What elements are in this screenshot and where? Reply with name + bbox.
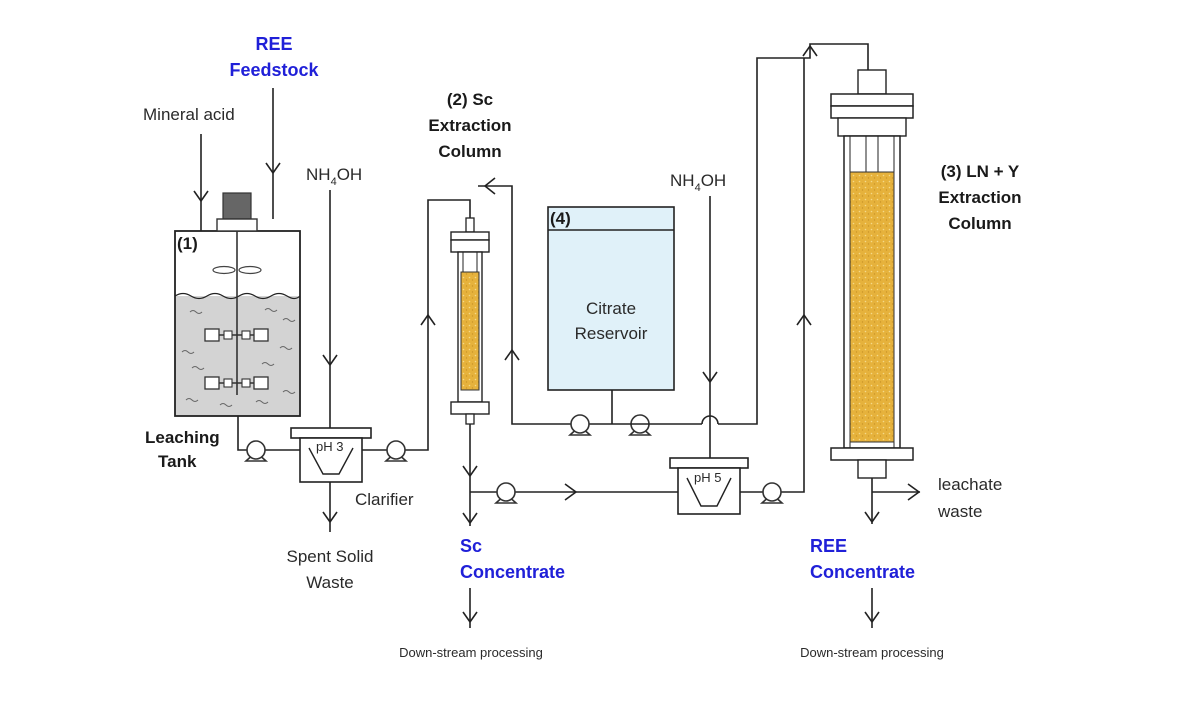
ln-column-label-3: Column	[948, 214, 1011, 233]
up-arrow-icon	[796, 313, 812, 326]
up-arrow-icon	[420, 313, 436, 326]
liquid-surface	[174, 292, 301, 300]
downstream-left-label: Down-stream processing	[399, 645, 543, 660]
left-arrow-icon	[483, 177, 496, 195]
nh4oh-right-label: NH4OH	[670, 171, 726, 194]
down-arrow-icon	[462, 512, 478, 525]
impeller-lower-icon	[204, 376, 269, 390]
ree-feedstock-label-2: Feedstock	[229, 60, 319, 80]
tank-inputs	[193, 88, 281, 231]
liquid-texture	[181, 308, 296, 407]
pump-2-icon	[383, 440, 409, 462]
leachate-label-2: waste	[937, 502, 982, 521]
ree-concentrate-label-2: Concentrate	[810, 562, 915, 582]
ln-extraction-column	[830, 69, 914, 479]
down-arrow-icon	[864, 611, 880, 624]
down-arrow-icon	[322, 511, 338, 524]
ree-feedstock-label-1: REE	[255, 34, 292, 54]
pump-5-icon	[627, 414, 653, 436]
motor-mount	[216, 218, 258, 232]
citrate-label-2: Reservoir	[575, 324, 648, 343]
down-arrow-icon	[322, 354, 338, 367]
pump-4-icon	[567, 414, 593, 436]
pump-3-icon	[493, 482, 519, 504]
sc-column-label-3: Column	[438, 142, 501, 161]
down-arrow-icon	[462, 611, 478, 624]
sc-column-label-2: Extraction	[428, 116, 511, 135]
ln-column-label-2: Extraction	[938, 188, 1021, 207]
reservoir-number: (4)	[550, 209, 571, 228]
propeller-blade-icon	[238, 265, 262, 275]
spent-solid-label-2: Waste	[306, 573, 354, 592]
tank-to-clarifier-line	[237, 416, 300, 451]
ph3-label: pH 3	[316, 439, 343, 454]
tank-number: (1)	[177, 234, 198, 253]
sc-column-label-1: (2) Sc	[447, 90, 493, 109]
ph5-label: pH 5	[694, 470, 721, 485]
clarifier-to-ln-column-line	[740, 58, 812, 493]
down-arrow-icon	[702, 371, 718, 384]
ln-resin-bed	[849, 171, 895, 443]
sc-concentrate-label-2: Concentrate	[460, 562, 565, 582]
up-arrow-icon	[802, 44, 818, 57]
ree-concentrate-label-1: REE	[810, 536, 847, 556]
leachate-label-1: leachate	[938, 475, 1002, 494]
citrate-label-1: Citrate	[586, 299, 636, 318]
agitator-motor-icon	[222, 192, 252, 220]
clarifier-to-sc-column-line	[362, 199, 471, 451]
right-arrow-icon	[907, 483, 921, 501]
clarifier-ph3: pH 3	[290, 427, 372, 483]
mineral-acid-label: Mineral acid	[143, 105, 235, 124]
impeller-upper-icon	[204, 328, 269, 342]
sc-resin-bed	[460, 271, 480, 391]
clarifier-label: Clarifier	[355, 490, 414, 509]
spent-solid-label-1: Spent Solid	[287, 547, 374, 566]
propeller-blade-icon	[212, 265, 236, 275]
down-arrow-icon	[462, 465, 478, 478]
leaching-tank-label-2: Tank	[158, 452, 197, 471]
downstream-right-label: Down-stream processing	[800, 645, 944, 660]
sc-concentrate-label-1: Sc	[460, 536, 482, 556]
right-arrow-icon	[564, 483, 578, 501]
nh4oh-left-label: NH4OH	[306, 165, 362, 188]
down-arrow-icon	[864, 511, 880, 524]
leaching-tank-label-1: Leaching	[145, 428, 220, 447]
up-arrow-icon	[504, 348, 520, 361]
down-arrow-icon	[193, 190, 209, 203]
sc-extraction-column	[450, 217, 490, 425]
citrate-reservoir: (4) Citrate Reservoir	[547, 206, 675, 391]
pump-6-icon	[759, 482, 785, 504]
ln-column-label-1: (3) LN + Y	[941, 162, 1020, 181]
down-arrow-icon	[265, 162, 281, 175]
pump-1-icon	[243, 440, 269, 462]
citrate-to-sc-column-line	[478, 177, 612, 425]
clarifier-ph5: pH 5	[669, 457, 749, 515]
leaching-tank: (1)	[174, 192, 301, 417]
